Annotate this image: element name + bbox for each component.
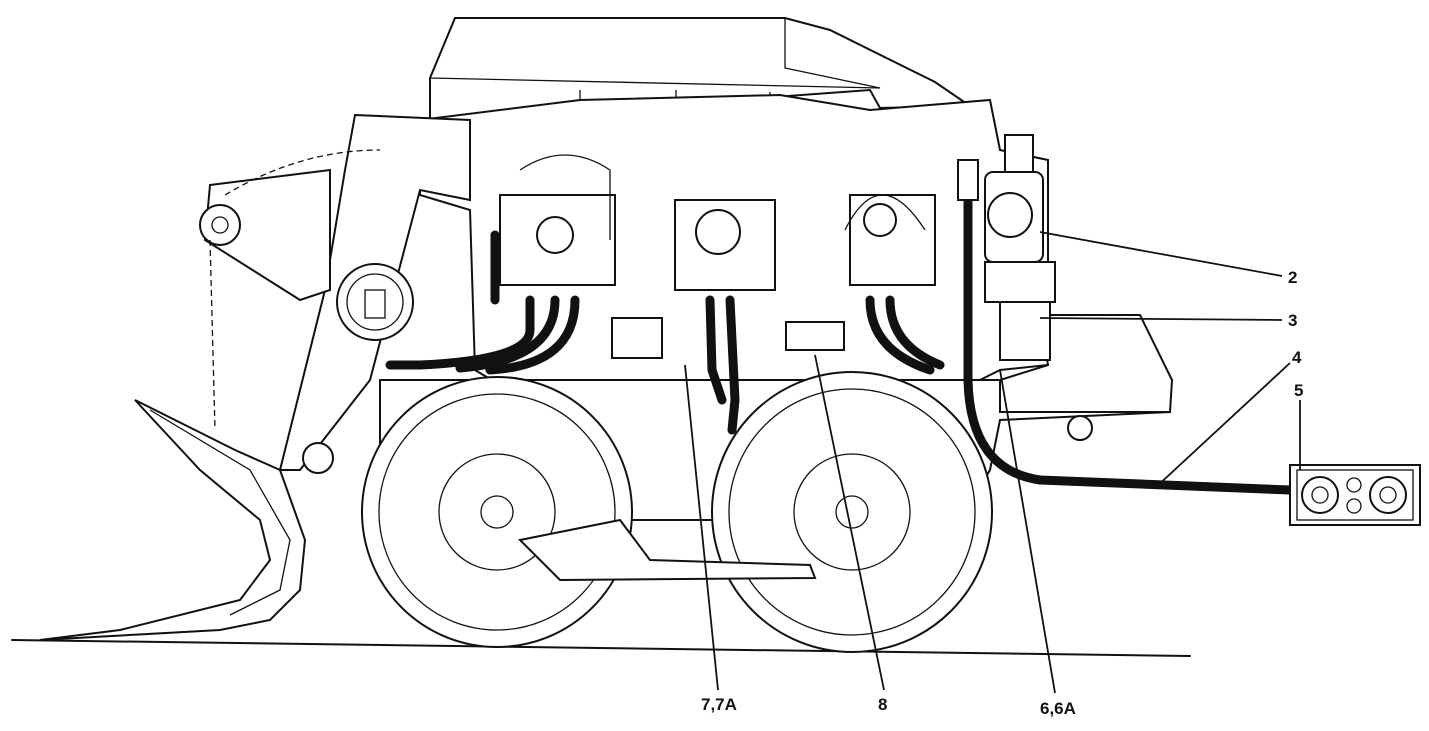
leader-7	[684, 364, 719, 691]
cable-4	[963, 175, 1295, 495]
relay-box	[785, 321, 845, 351]
callout-8: 8	[878, 695, 887, 714]
valve-block-center	[674, 199, 776, 291]
callout-4: 4	[1292, 348, 1302, 367]
callout-3: 3	[1288, 311, 1297, 330]
leader-8	[814, 354, 885, 691]
leader-3	[1039, 317, 1283, 321]
valve-block-right	[844, 194, 936, 286]
ground-line	[11, 639, 1191, 657]
axle-bar	[517, 518, 817, 582]
front-boom	[199, 113, 471, 471]
hydraulic-hoses	[385, 230, 945, 435]
wheel-left	[361, 376, 633, 648]
callout-6-6a: 6,6A	[1040, 699, 1076, 718]
connector-box-5	[1289, 464, 1421, 526]
leader-2	[1039, 231, 1283, 277]
valve-block-left	[499, 154, 616, 286]
callout-7-7a: 7,7A	[701, 695, 737, 714]
callout-5: 5	[1294, 381, 1303, 400]
callout-2: 2	[1288, 268, 1297, 287]
front-plough	[39, 399, 307, 641]
leader-6	[999, 369, 1056, 694]
control-box	[611, 317, 663, 359]
pump-assembly	[984, 134, 1056, 361]
wheel-right	[711, 371, 993, 653]
leader-4	[1154, 362, 1291, 489]
